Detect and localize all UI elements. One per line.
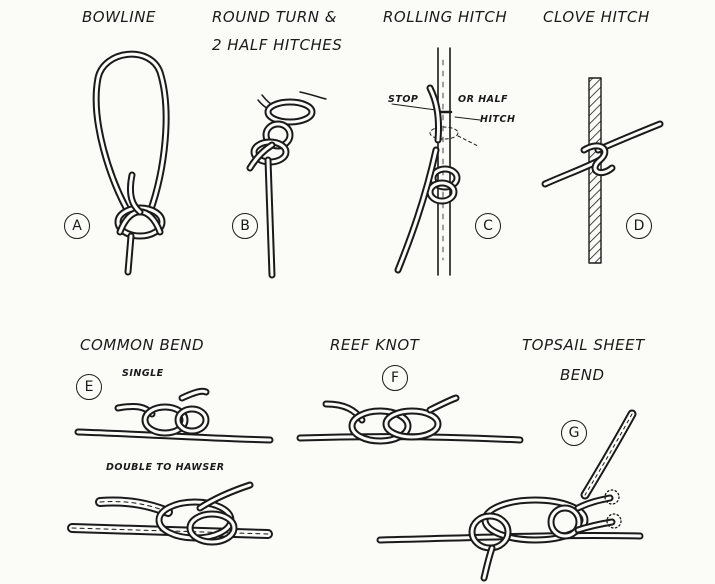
bowline-title: BOWLINE [82,8,156,26]
letter-f-marker: F [382,365,408,391]
letter-b-marker: B [232,213,258,239]
rolling-hitch-title: ROLLING HITCH [383,8,508,26]
letter-g-marker: G [561,420,587,446]
letter-e-marker: E [76,374,102,400]
letter-d-marker: D [626,213,652,239]
common-bend-note-double: DOUBLE TO HAWSER [106,462,225,473]
rolling-hitch-note-half-line2: HITCH [480,114,516,125]
topsail-sheet-bend-title-line1: TOPSAIL SHEET [522,336,645,354]
letter-a-marker: A [64,213,90,239]
reef-knot-title: REEF KNOT [330,336,420,354]
reef-knot-drawing [300,398,520,441]
topsail-sheet-bend-drawing [380,414,640,578]
common-bend-note-single: SINGLE [122,368,164,379]
common-bend-single-drawing [78,391,270,440]
round-turn-drawing [250,92,326,275]
letter-c-marker: C [475,213,501,239]
bowline-drawing [96,54,166,272]
round-turn-title-line2: 2 HALF HITCHES [212,36,343,54]
clove-hitch-title: CLOVE HITCH [543,8,650,26]
topsail-sheet-bend-title-line2: BEND [560,366,605,384]
clove-hitch-drawing [545,77,660,264]
rolling-hitch-drawing [392,48,480,275]
rolling-hitch-note-half-line1: OR HALF [458,94,509,105]
rolling-hitch-note-stop: STOP [388,94,419,105]
common-bend-double-drawing [72,485,268,542]
common-bend-title: COMMON BEND [80,336,204,354]
round-turn-title-line1: ROUND TURN & [212,8,337,26]
